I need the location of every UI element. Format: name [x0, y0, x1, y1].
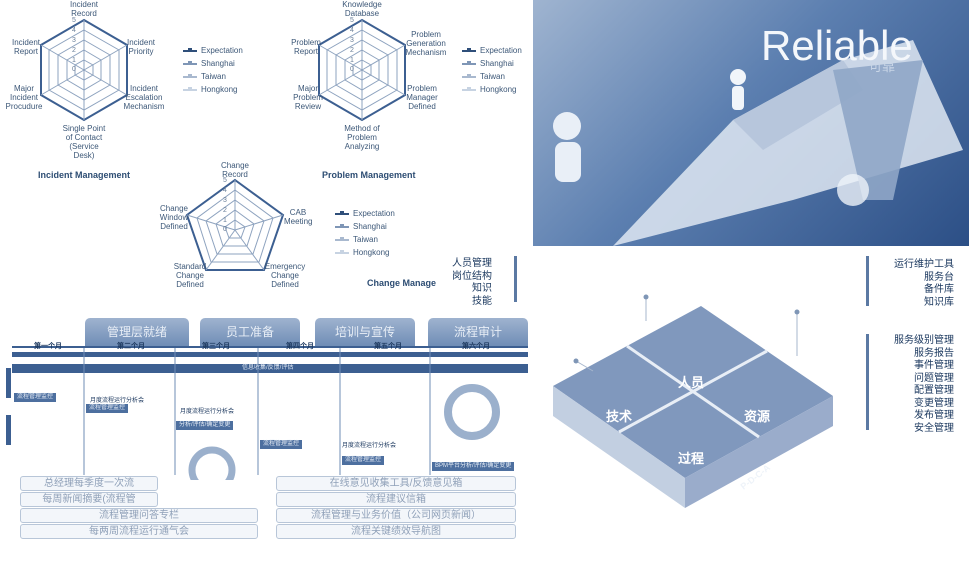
pdca-cycle-graphic-2 — [444, 384, 500, 440]
radar-incident-axis-1: Incident Record — [69, 0, 99, 18]
pill-left-1: 总经理每季度一次流 — [20, 476, 158, 491]
radar-incident-tick: 0 — [72, 66, 76, 73]
cube-label-people: 人员 — [678, 375, 705, 390]
chip-process-monitor: 流程管理监控 — [260, 440, 303, 449]
radar-problem-tick: 1 — [350, 57, 354, 64]
timeline-grid-svg — [83, 348, 500, 480]
month-3: 第三个月 — [202, 343, 230, 350]
radar-incident-tick: 5 — [72, 17, 76, 24]
radar-change-tick: 0 — [223, 226, 227, 233]
radar-problem-axis-1: Knowledge Database — [342, 0, 382, 18]
timeline-band-1 — [12, 352, 528, 357]
note-monthly-review: 月度流程运行分析会 — [90, 398, 145, 404]
radar-incident-axis-4: Single Point of Contact (Service Desk) — [62, 124, 106, 160]
pdca-cycle-graphic-1 — [188, 446, 236, 480]
chip-analyze-change: 分析/评估/确定变更 — [176, 421, 234, 430]
chip-process-monitor: 流程管理监控 — [86, 404, 129, 413]
radar-change-tick: 5 — [223, 177, 227, 184]
radar-problem-tick: 4 — [350, 27, 354, 34]
timeline-left-marker — [6, 368, 11, 398]
note-monthly-review: 月度流程运行分析会 — [180, 409, 235, 415]
people-list-bar — [514, 256, 517, 302]
tab-training: 培训与宣传 — [315, 318, 415, 346]
radar-problem-axis-3: Problem Manager Defined — [406, 84, 438, 111]
chip-process-monitor: 流程管理监控 — [342, 456, 385, 465]
radar-incident-axis-5: Major Incident Procudure — [5, 84, 43, 111]
radar-incident-axis-3: Incident Escalation Mechanism — [123, 84, 165, 111]
month-5: 第五个月 — [374, 343, 402, 350]
radar-problem-tick: 3 — [350, 37, 354, 44]
radar-problem-axis-6: Problem Report — [291, 38, 321, 56]
ops-tools-list: 运行维护工具服务台 备件库知识库 — [894, 259, 954, 308]
radar-incident-web — [40, 18, 128, 122]
radar-change-tick: 1 — [223, 217, 227, 224]
pill-left-4: 每两周流程运行通气会 — [20, 524, 258, 539]
note-monthly-review: 月度流程运行分析会 — [342, 443, 397, 449]
radar-problem-tick: 0 — [350, 66, 354, 73]
radar-incident-tick: 4 — [72, 27, 76, 34]
tab-staff-prep: 员工准备 — [200, 318, 300, 346]
chip-process-monitor: 流程管理监控 — [14, 393, 57, 402]
radar-incident-tick: 2 — [72, 47, 76, 54]
radar-incident-axis-6: Incident Report — [11, 38, 41, 56]
radar-problem-axis-4: Method of Problem Analyzing — [344, 124, 380, 151]
radar-problem-title: Problem Management — [322, 170, 416, 180]
month-6: 第六个月 — [462, 343, 490, 350]
radar-problem-axis-5: Major Problem Review — [293, 84, 323, 111]
radar-change-legend: Expectation Shanghai Taiwan Hongkong — [335, 207, 395, 259]
cube-label-technology: 技术 — [606, 409, 633, 424]
radar-change-axis-1: Change Record — [220, 161, 250, 179]
reliable-figures-svg — [553, 40, 963, 246]
service-mgmt-list: 服务级别管理服务报告 事件管理问题管理 配置管理变更管理 发布管理安全管理 — [894, 335, 954, 434]
radar-problem-axis-2: Problem Generation Mechanism — [405, 30, 447, 57]
pill-left-3: 流程管理问答专栏 — [20, 508, 258, 523]
pill-right-1: 在线意见收集工具/反馈意见箱 — [276, 476, 516, 491]
radar-change-axis-5: Change Window Defined — [159, 204, 189, 231]
pill-right-2: 流程建议信箱 — [276, 492, 516, 507]
radar-incident-legend: Expectation Shanghai Taiwan Hongkong — [183, 44, 243, 96]
timeline-band-2: 信息收集/反馈/评估 — [12, 364, 528, 373]
tab-audit: 流程审计 — [428, 318, 528, 346]
radar-incident-tick: 3 — [72, 37, 76, 44]
pill-right-3: 流程管理与业务价值（公司网页新闻） — [276, 508, 516, 523]
radar-incident-title: Incident Management — [38, 170, 131, 180]
cube-label-process: 过程 — [678, 451, 705, 466]
radar-problem-web — [318, 18, 406, 122]
pill-right-4: 流程关键绩效导航图 — [276, 524, 516, 539]
month-1: 第一个月 — [34, 343, 62, 350]
reliable-illustration: Reliable 可靠 — [533, 0, 969, 246]
radar-change-tick: 2 — [223, 207, 227, 214]
radar-change-web — [185, 178, 285, 271]
radar-problem-tick: 5 — [350, 17, 354, 24]
month-4: 第四个月 — [286, 343, 314, 350]
radar-change-tick: 3 — [223, 197, 227, 204]
radar-incident-tick: 1 — [72, 57, 76, 64]
radar-change-axis-3: Emergency Change Defined — [264, 262, 306, 289]
reliable-title: Reliable — [761, 22, 913, 69]
radar-change-axis-4: Standard Change Defined — [173, 262, 207, 289]
chip-bpm-analyze: BPM平台分析/评估/确定变更 — [432, 462, 515, 471]
tab-management-ready: 管理层就绪 — [85, 318, 189, 346]
pill-left-2: 每周新闻摘要(流程管 — [20, 492, 158, 507]
radar-incident-axis-2: Incident Priority — [126, 38, 156, 56]
timeline-left-marker — [6, 415, 11, 445]
radar-problem-legend: Expectation Shanghai Taiwan Hongkong — [462, 44, 522, 96]
service-mgmt-bar — [866, 334, 869, 430]
timeline-top-rule — [12, 346, 528, 348]
radar-change-axis-2: CAB Meeting — [284, 208, 313, 226]
reliable-subtitle: 可靠 — [869, 59, 896, 74]
cube-diagram-svg — [553, 294, 833, 508]
cube-label-resources: 资源 — [744, 409, 771, 424]
month-2: 第二个月 — [117, 343, 145, 350]
radar-charts-svg — [40, 18, 406, 271]
radar-change-tick: 4 — [223, 187, 227, 194]
ops-tools-bar — [866, 256, 869, 306]
people-management-list: 人员管理岗位结构 知识技能 — [452, 258, 492, 307]
radar-problem-tick: 2 — [350, 47, 354, 54]
radar-change-title: Change Manage — [367, 278, 437, 288]
